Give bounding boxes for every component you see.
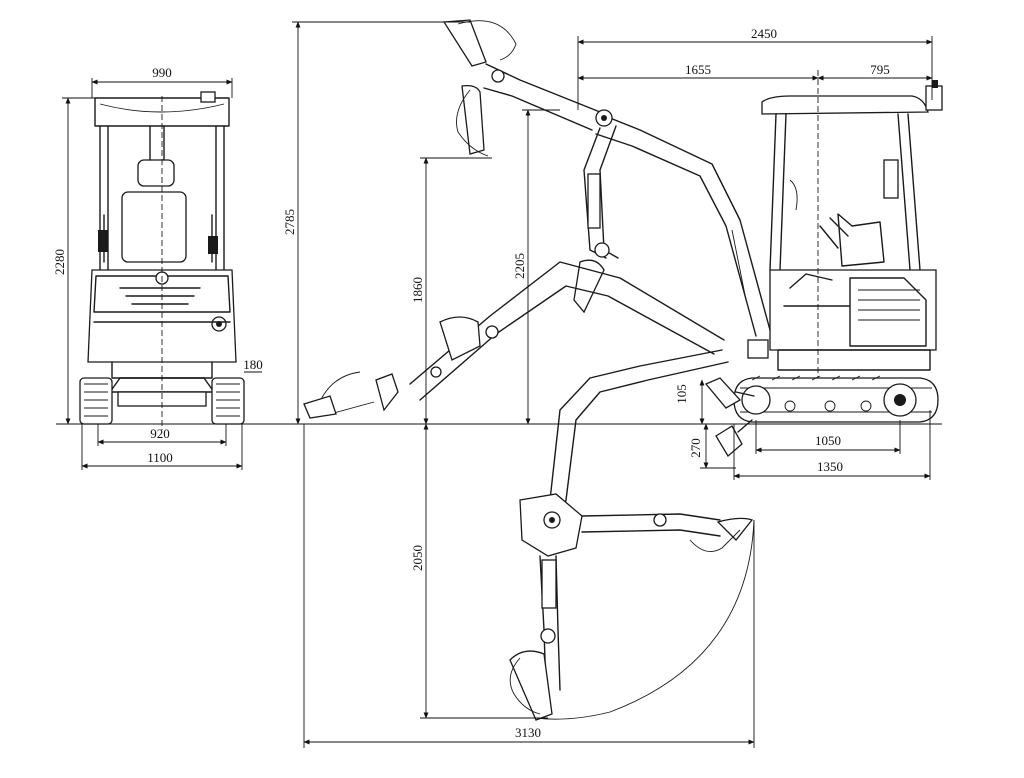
label-blade-overhang: 180 bbox=[243, 357, 263, 372]
label-max-dig-height-line: 2205 bbox=[512, 253, 527, 279]
label-dig-depth: 2050 bbox=[410, 545, 425, 571]
label-max-reach-height: 2785 bbox=[282, 209, 297, 235]
label-front-to-swing: 1655 bbox=[685, 62, 711, 77]
label-front-width-top: 990 bbox=[152, 65, 172, 80]
side-view-machine bbox=[704, 70, 943, 457]
label-track-gauge: 920 bbox=[150, 426, 170, 441]
label-blade-drop: 270 bbox=[688, 438, 703, 458]
front-view-dimensions bbox=[62, 78, 262, 470]
boom-arm-positions bbox=[303, 19, 771, 721]
label-overall-width: 1100 bbox=[147, 450, 173, 465]
label-overall-length: 2450 bbox=[751, 26, 777, 41]
label-front-height: 2280 bbox=[52, 249, 67, 275]
label-blade-lift: 105 bbox=[674, 384, 689, 404]
side-view-dimensions bbox=[292, 21, 933, 748]
label-track-length: 1350 bbox=[817, 459, 843, 474]
front-view bbox=[79, 91, 245, 430]
dimension-labels: 990 2280 180 920 1100 2785 1860 2205 205… bbox=[52, 26, 890, 740]
label-tail-swing: 795 bbox=[870, 62, 890, 77]
label-dig-reach: 3130 bbox=[515, 725, 541, 740]
label-dump-height: 1860 bbox=[410, 277, 425, 303]
label-track-contact: 1050 bbox=[815, 433, 841, 448]
